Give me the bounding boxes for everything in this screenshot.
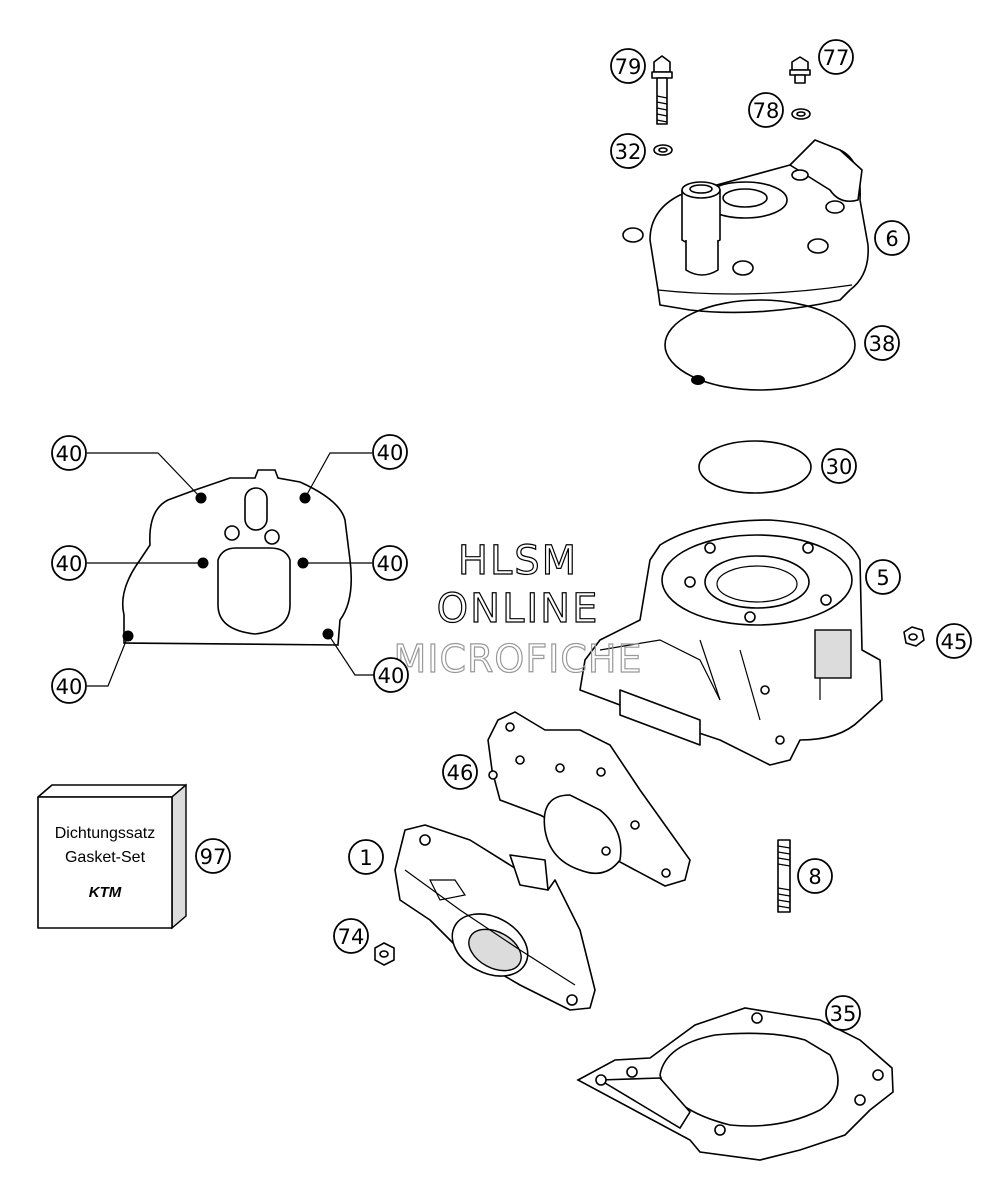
kit-label-line2: Gasket-Set <box>65 849 146 866</box>
callout-40-top-right[interactable]: 40 <box>372 434 408 470</box>
part-30-o-ring[interactable] <box>698 440 812 494</box>
callout-5[interactable]: 5 <box>865 559 901 595</box>
part-40-gasket-plate[interactable] <box>121 469 353 646</box>
part-74-nut[interactable] <box>374 942 395 966</box>
part-38-head-o-ring[interactable] <box>664 299 856 391</box>
callout-5-label: 5 <box>876 566 889 590</box>
callout-74[interactable]: 74 <box>333 918 369 954</box>
callout-40-bottom-left[interactable]: 40 <box>51 668 87 704</box>
callout-40-label: 40 <box>377 552 404 576</box>
part-8-stud[interactable] <box>777 839 791 913</box>
callout-79[interactable]: 79 <box>610 48 646 84</box>
kit-label-line1: Dichtungssatz <box>55 825 156 842</box>
part-5-cylinder[interactable] <box>579 519 883 766</box>
callout-1[interactable]: 1 <box>348 839 384 875</box>
callout-6-label: 6 <box>885 227 898 251</box>
callout-35[interactable]: 35 <box>825 995 861 1031</box>
watermark-line2: ONLINE <box>437 586 600 632</box>
callout-40-mid-right[interactable]: 40 <box>372 545 408 581</box>
callout-6[interactable]: 6 <box>874 220 910 256</box>
ktm-logo: KTM <box>89 884 122 901</box>
callout-78-label: 78 <box>753 99 780 123</box>
callout-32-label: 32 <box>615 140 642 164</box>
callout-30[interactable]: 30 <box>821 448 857 484</box>
part-32-washer[interactable] <box>653 144 673 156</box>
part-35-base-gasket[interactable] <box>576 1007 894 1161</box>
part-46-intake-gasket[interactable] <box>487 711 691 887</box>
watermark: HLSM ONLINE MICROFICHE <box>393 537 642 681</box>
callout-77-label: 77 <box>823 46 850 70</box>
callout-40-label: 40 <box>56 552 83 576</box>
callout-40-label: 40 <box>377 441 404 465</box>
callout-40-bottom-right[interactable]: 40 <box>373 657 409 693</box>
callout-40-label: 40 <box>56 442 83 466</box>
callout-35-label: 35 <box>830 1002 857 1026</box>
callout-40-mid-left[interactable]: 40 <box>51 545 87 581</box>
callout-46[interactable]: 46 <box>442 754 478 790</box>
part-77-short-bolt[interactable] <box>789 56 811 84</box>
callout-74-label: 74 <box>338 925 365 949</box>
callout-78[interactable]: 78 <box>748 92 784 128</box>
callout-40-top-left[interactable]: 40 <box>51 435 87 471</box>
part-6-cylinder-head[interactable] <box>622 139 869 314</box>
callout-8-label: 8 <box>808 865 821 889</box>
part-1-intake-flange[interactable] <box>394 824 596 1011</box>
part-79-long-bolt[interactable] <box>651 55 673 125</box>
callout-97[interactable]: 97 <box>195 838 231 874</box>
part-40-leaders <box>87 452 375 687</box>
callout-79-label: 79 <box>615 55 642 79</box>
watermark-line1: HLSM <box>458 538 578 584</box>
callout-38-label: 38 <box>869 332 896 356</box>
watermark-line3: MICROFICHE <box>393 637 642 681</box>
callout-40-label: 40 <box>56 675 83 699</box>
callout-30-label: 30 <box>826 455 853 479</box>
callout-40-label: 40 <box>378 664 405 688</box>
callout-46-label: 46 <box>447 761 474 785</box>
callout-45[interactable]: 45 <box>936 623 972 659</box>
part-45-nut[interactable] <box>903 626 925 647</box>
part-97-gasket-kit-box[interactable]: Dichtungssatz Gasket-Set KTM <box>37 783 187 930</box>
callout-45-label: 45 <box>941 630 968 654</box>
callout-1-label: 1 <box>359 846 372 870</box>
callout-97-label: 97 <box>200 845 227 869</box>
callout-8[interactable]: 8 <box>797 858 833 894</box>
callout-38[interactable]: 38 <box>864 325 900 361</box>
callout-32[interactable]: 32 <box>610 133 646 169</box>
part-78-washer[interactable] <box>791 108 811 120</box>
callout-77[interactable]: 77 <box>818 39 854 75</box>
